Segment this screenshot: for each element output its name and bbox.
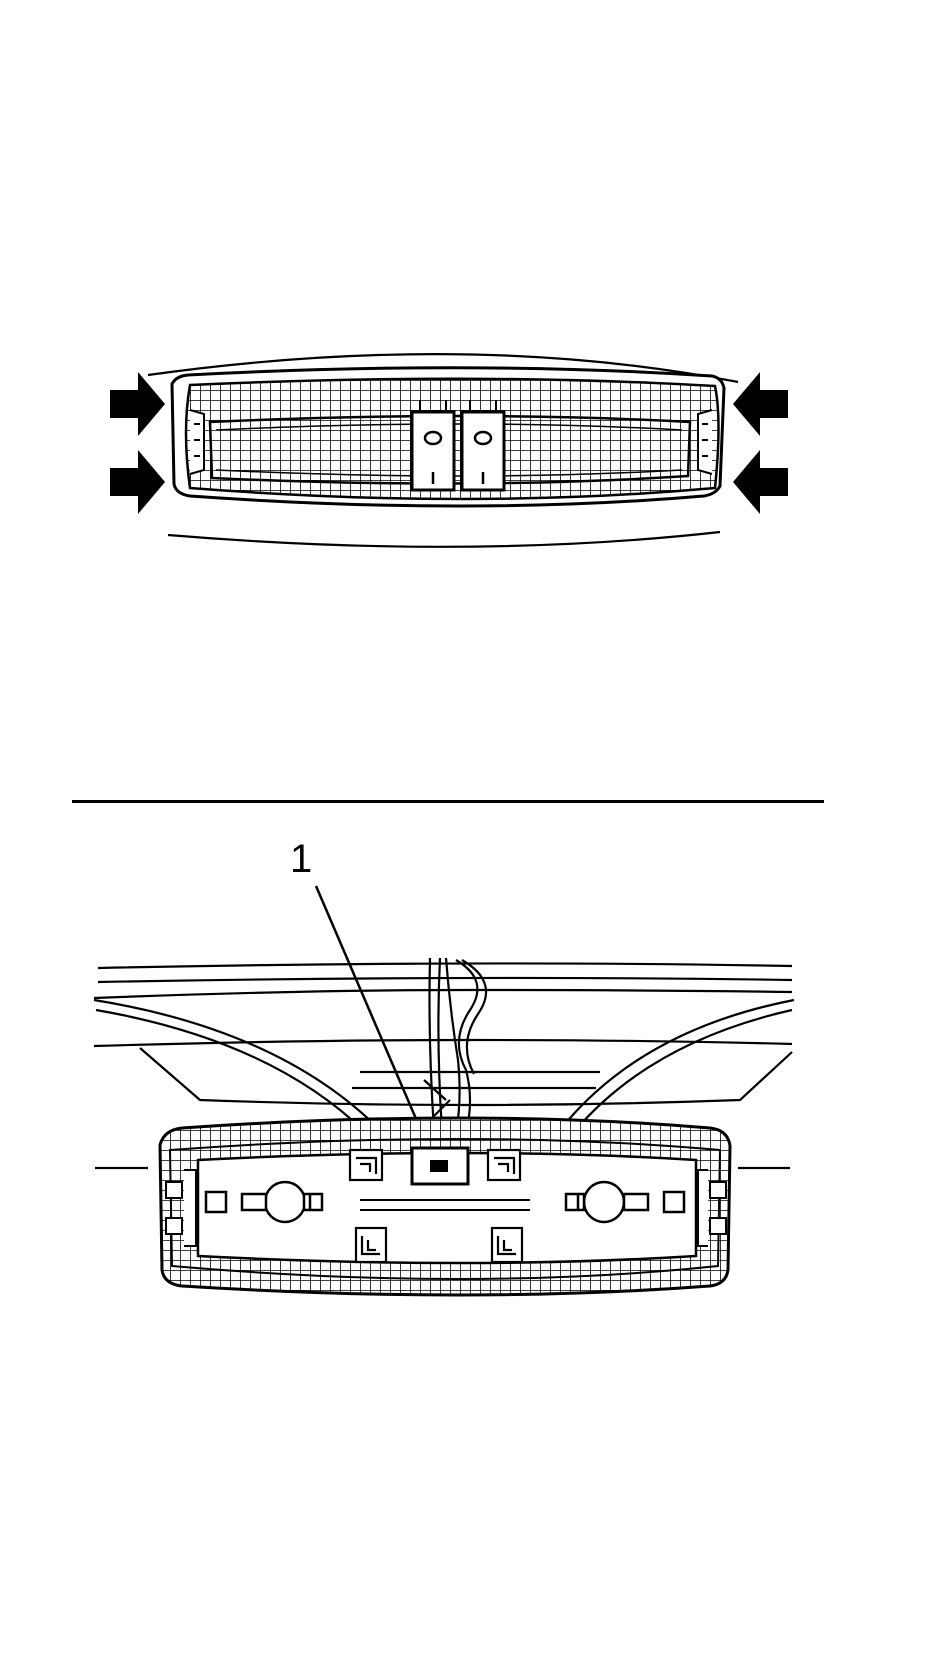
- right-switch: [460, 400, 506, 492]
- right-terminal: [662, 1190, 686, 1214]
- electrical-connector: [410, 1146, 470, 1186]
- roof-structure: [93, 962, 795, 1170]
- headliner-lower-edge: [167, 530, 721, 548]
- retaining-clip-lower-right: [490, 1226, 524, 1264]
- retaining-clip-upper-right: [486, 1148, 522, 1182]
- wiring-harness: [423, 957, 488, 1133]
- panel-divider: [72, 800, 824, 803]
- left-terminal: [204, 1190, 228, 1214]
- retaining-clip-lower-left: [354, 1226, 388, 1264]
- right-bulb: [564, 1180, 650, 1224]
- release-arrow-lower-right: [733, 450, 788, 514]
- callout-label-1: 1: [290, 837, 312, 881]
- left-side-tab: [189, 409, 205, 475]
- release-arrow-lower-left: [110, 450, 165, 514]
- release-arrow-upper-left: [110, 372, 165, 436]
- lamp-connector-illustration: 1: [93, 837, 795, 1297]
- right-side-tab: [697, 409, 713, 475]
- lens-inner-frame: [208, 414, 692, 485]
- lamp-removal-view: [0, 0, 928, 800]
- left-end-clip: [165, 1169, 197, 1247]
- headliner-upper-edge: [147, 353, 739, 384]
- retaining-clip-upper-left: [348, 1148, 384, 1182]
- lamp-connector-view: 1: [0, 800, 928, 1664]
- lamp-removal-illustration: [110, 353, 788, 548]
- center-bar: [360, 1199, 530, 1211]
- left-switch: [410, 400, 456, 492]
- release-arrow-upper-right: [733, 372, 788, 436]
- left-bulb: [240, 1180, 324, 1224]
- right-end-clip: [697, 1169, 727, 1247]
